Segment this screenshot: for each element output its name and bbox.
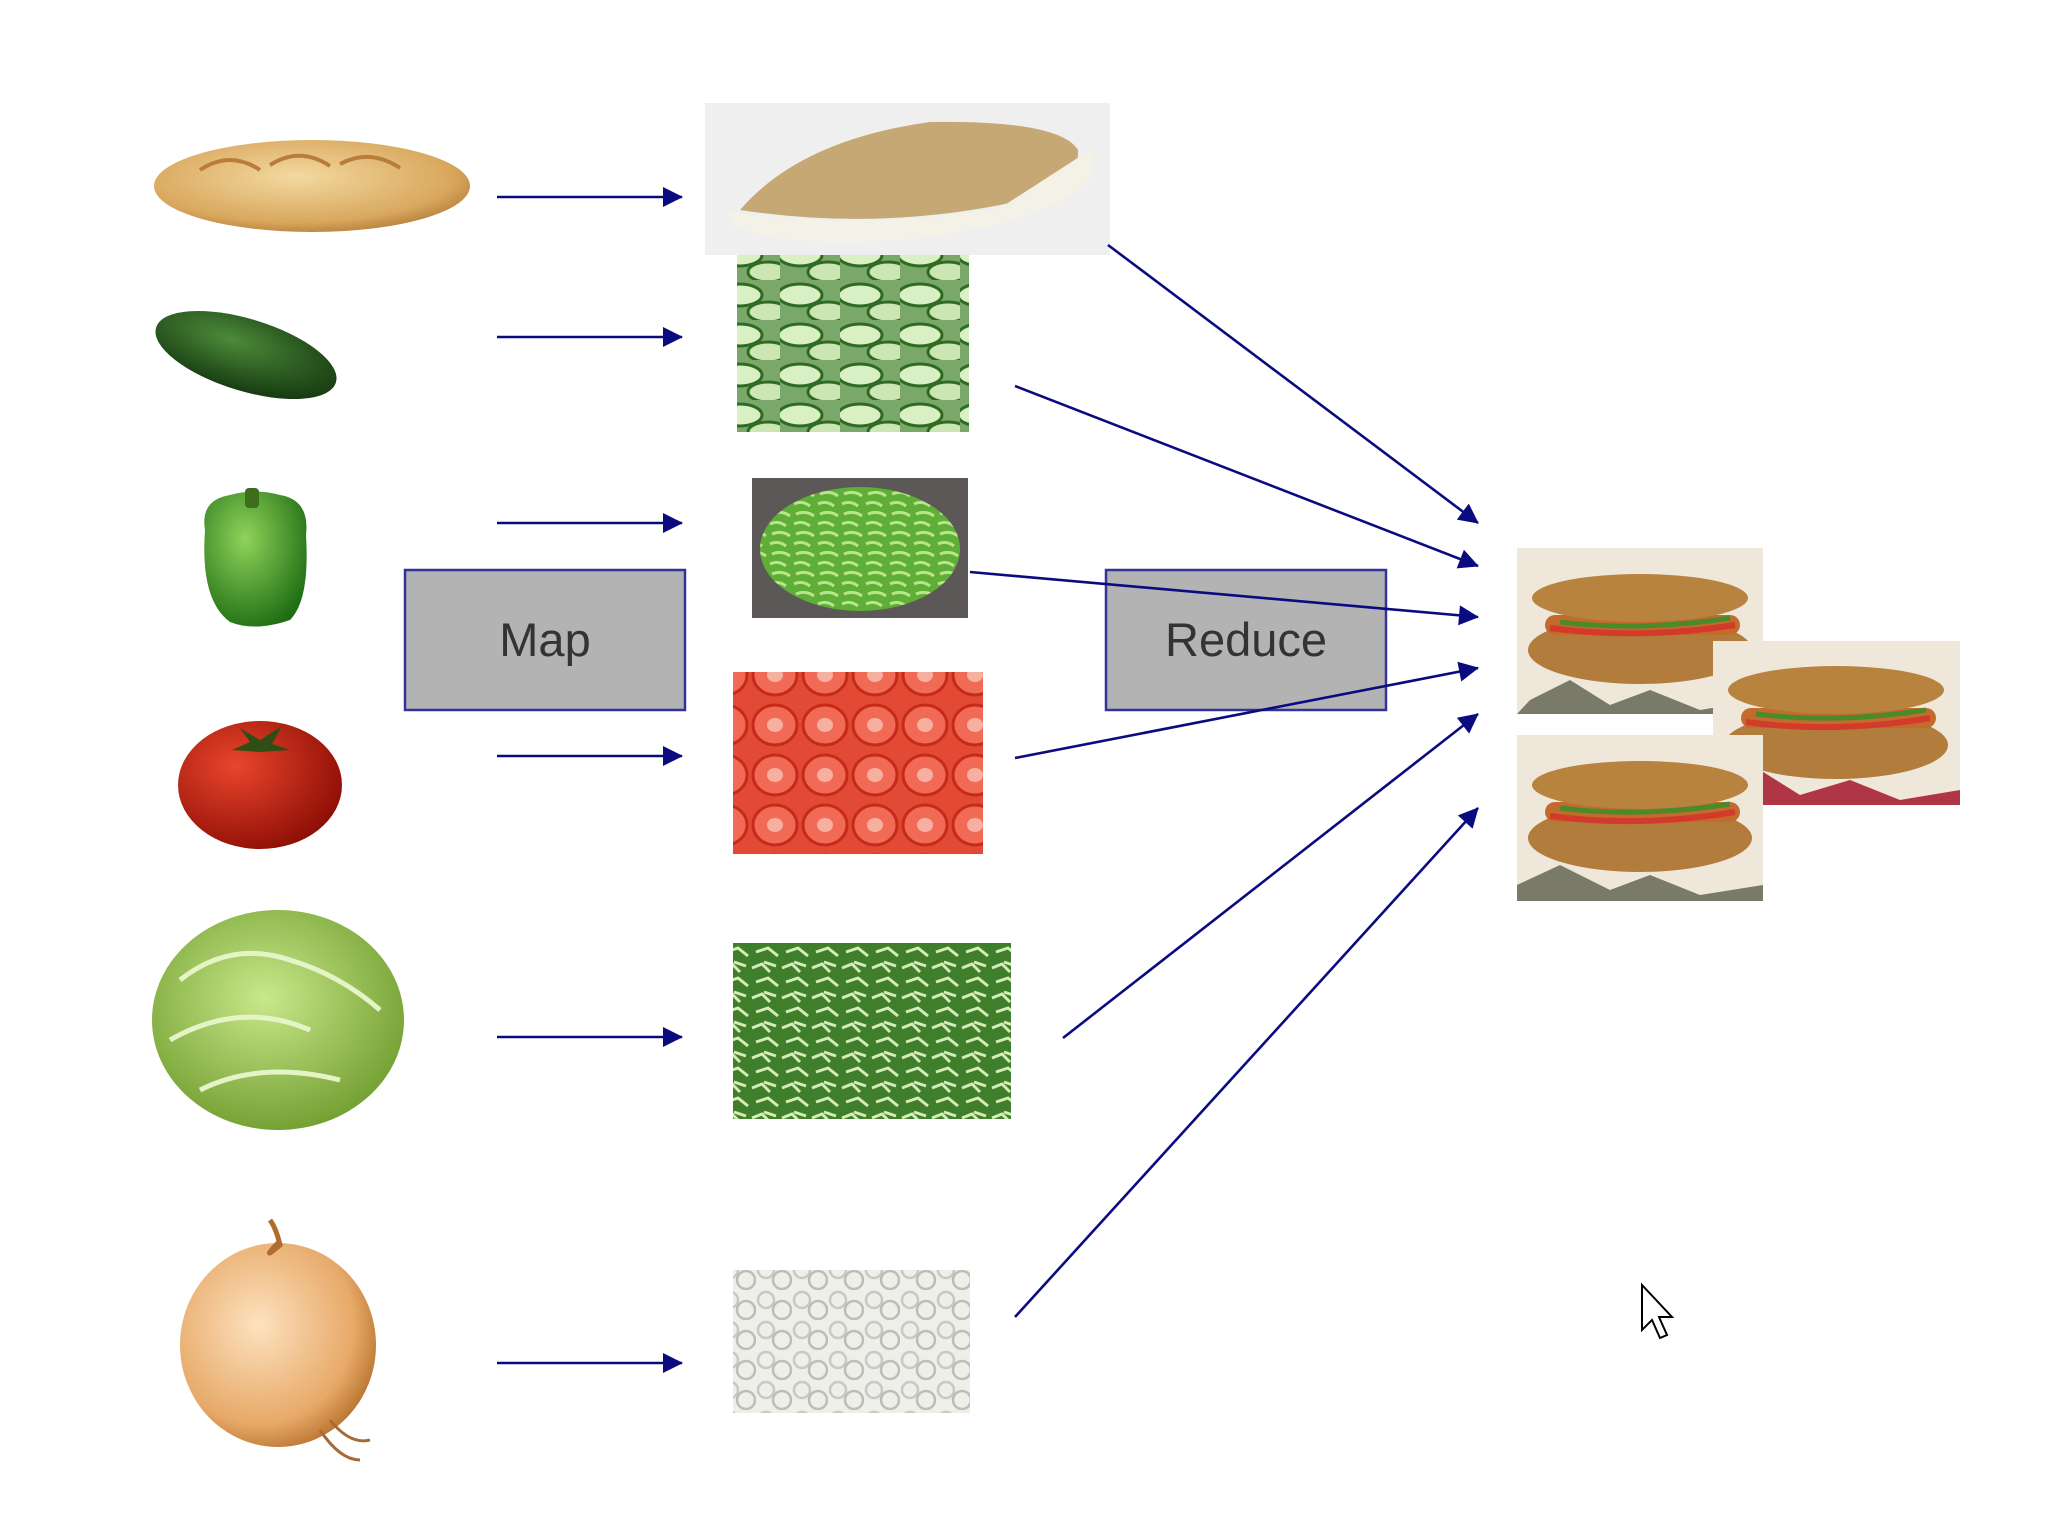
reduce-arrow-tomato [1014, 661, 1479, 760]
green-pepper-image [204, 488, 307, 627]
reduce-arrow-onion [1014, 807, 1479, 1318]
sliced-pepper-image [752, 478, 968, 618]
reduce-label: Reduce [1104, 568, 1388, 712]
shredded-lettuce-image [733, 943, 1011, 1119]
reduce-arrow-cucumber [1014, 384, 1479, 569]
mouse-pointer-icon [1641, 1282, 1675, 1340]
map-label-text: Map [499, 613, 590, 666]
map-label-box [403, 568, 687, 712]
reduce-arrow-pepper [969, 570, 1479, 626]
bread-loaf-image [154, 140, 470, 232]
tomato-image [178, 721, 342, 849]
sliced-tomato-image [733, 672, 983, 854]
reduce-label-text: Reduce [1165, 613, 1327, 666]
lettuce-image [152, 910, 404, 1130]
reduce-arrow-bread [1107, 243, 1479, 525]
sandwich-image-3 [1517, 735, 1763, 901]
onion-image [180, 1218, 376, 1462]
reduce-label-box [1104, 568, 1388, 712]
reduce-arrow-lettuce [1062, 712, 1479, 1040]
map-arrows [497, 187, 683, 1373]
cucumber-image [155, 310, 337, 400]
sandwich-image-1 [1517, 548, 1763, 714]
reduce-arrows [969, 243, 1479, 1318]
sliced-cucumber-image [737, 255, 969, 432]
sliced-onion-image [733, 1270, 970, 1413]
map-label: Map [403, 568, 687, 712]
sliced-bread-image [705, 103, 1110, 255]
